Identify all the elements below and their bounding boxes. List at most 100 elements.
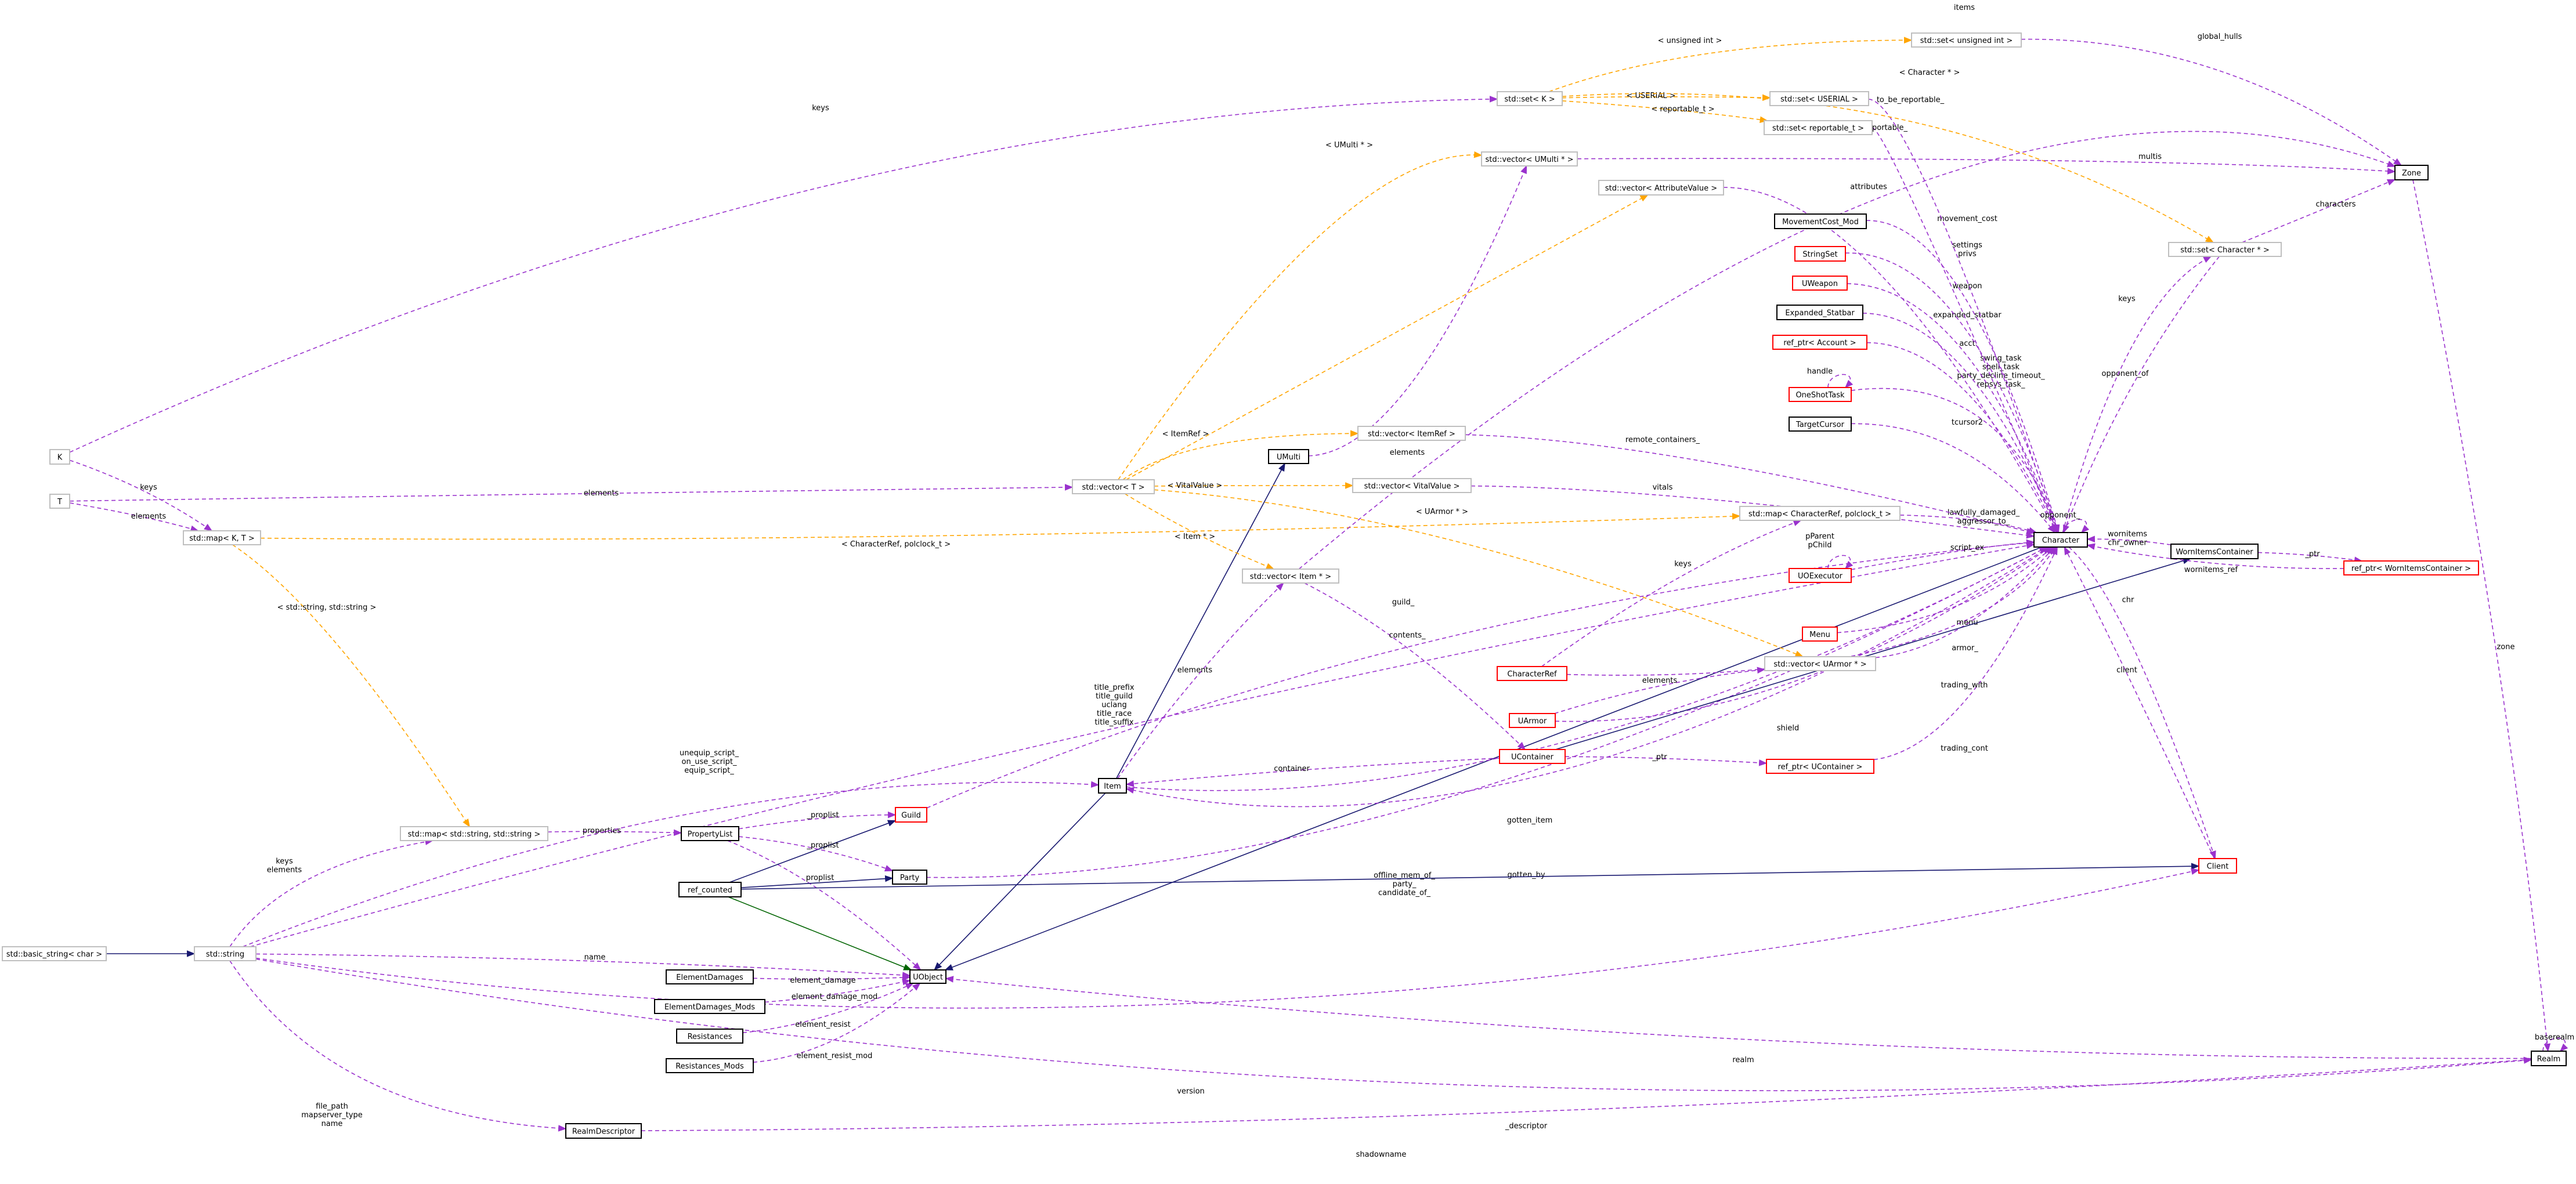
node-menu[interactable]: Menu [1802,627,1838,642]
node-box[interactable] [1357,426,1466,441]
node-expanded-statbar[interactable]: Expanded_Statbar [1776,305,1863,320]
node-set-k[interactable]: std::set< K > [1497,91,1563,106]
node-item[interactable]: Item [1098,778,1127,794]
node-realm[interactable]: Realm [2531,1051,2567,1066]
node-t-param[interactable]: T [49,494,70,509]
node-box[interactable] [1911,32,2022,48]
node-realmdescriptor[interactable]: RealmDescriptor [565,1123,642,1139]
node-box[interactable] [1792,276,1848,291]
node-box[interactable] [183,530,261,545]
node-box[interactable] [1802,627,1838,642]
node-box[interactable] [1776,305,1863,320]
node-box[interactable] [194,946,256,961]
node-box[interactable] [1789,568,1852,583]
node-box[interactable] [1766,759,1874,774]
node-party[interactable]: Party [892,870,927,885]
node-set-unsigned-int[interactable]: std::set< unsigned int > [1911,32,2022,48]
node-uoexecutor[interactable]: UOExecutor [1789,568,1852,583]
node-box[interactable] [2033,532,2088,548]
node-zone[interactable]: Zone [2394,165,2429,180]
node-box[interactable] [1098,778,1127,794]
node-box[interactable] [895,807,927,823]
node-box[interactable] [1769,91,1869,106]
node-box[interactable] [1789,387,1852,402]
node-uarmor[interactable]: UArmor [1509,713,1556,728]
node-guild[interactable]: Guild [895,807,927,823]
node-uobject[interactable]: UObject [909,969,946,984]
node-box[interactable] [1481,151,1578,166]
node-box[interactable] [1497,91,1563,106]
node-wornitemscontainer[interactable]: WornItemsContainer [2170,544,2259,559]
node-set-userial[interactable]: std::set< USERIAL > [1769,91,1869,106]
node-std-string[interactable]: std::string [194,946,256,961]
node-refptr-ucontainer[interactable]: ref_ptr< UContainer > [1766,759,1874,774]
node-ref-counted[interactable]: ref_counted [678,882,742,897]
node-box[interactable] [1764,120,1873,135]
node-box[interactable] [1789,417,1852,432]
node-box[interactable] [1509,713,1556,728]
node-box[interactable] [678,882,742,897]
node-k-param[interactable]: K [49,449,70,465]
node-box[interactable] [2,946,107,961]
node-box[interactable] [2394,165,2429,180]
node-vector-item[interactable]: std::vector< Item * > [1242,569,1339,584]
node-elementdamages-mods[interactable]: ElementDamages_Mods [654,999,765,1014]
node-movementcost-mod[interactable]: MovementCost_Mod [1774,213,1867,229]
node-resistances[interactable]: Resistances [676,1029,743,1044]
node-vector-attribute[interactable]: std::vector< AttributeValue > [1598,180,1724,195]
node-box[interactable] [1764,656,1876,671]
node-vector-t[interactable]: std::vector< T > [1072,479,1155,494]
node-map-string-string[interactable]: std::map< std::string, std::string > [400,826,548,841]
node-box[interactable] [1242,569,1339,584]
node-set-reportable[interactable]: std::set< reportable_t > [1764,120,1873,135]
node-box[interactable] [400,826,548,841]
node-basic-string[interactable]: std::basic_string< char > [2,946,107,961]
node-box[interactable] [1268,449,1309,464]
node-vector-umulti[interactable]: std::vector< UMulti * > [1481,151,1578,166]
node-vector-vitalvalue[interactable]: std::vector< VitalValue > [1352,478,1472,493]
node-characterref[interactable]: CharacterRef [1497,666,1567,681]
node-refptr-account[interactable]: ref_ptr< Account > [1772,335,1867,350]
node-box[interactable] [666,1058,754,1073]
node-elementdamages[interactable]: ElementDamages [666,969,754,984]
node-box[interactable] [654,999,765,1014]
node-box[interactable] [1772,335,1867,350]
node-box[interactable] [1497,666,1567,681]
node-box[interactable] [676,1029,743,1044]
node-box[interactable] [1774,213,1867,229]
node-map-charref[interactable]: std::map< CharacterRef, polclock_t > [1739,506,1901,521]
node-box[interactable] [892,870,927,885]
node-box[interactable] [1739,506,1901,521]
node-stringset[interactable]: StringSet [1794,246,1846,262]
node-box[interactable] [49,449,70,465]
node-vector-uarmor[interactable]: std::vector< UArmor * > [1764,656,1876,671]
node-box[interactable] [2168,242,2282,257]
node-box[interactable] [49,494,70,509]
node-refptr-worn[interactable]: ref_ptr< WornItemsContainer > [2343,560,2479,575]
node-vector-itemref[interactable]: std::vector< ItemRef > [1357,426,1466,441]
node-box[interactable] [1352,478,1472,493]
node-box[interactable] [1794,246,1846,262]
node-uweapon[interactable]: UWeapon [1792,276,1848,291]
node-box[interactable] [2170,544,2259,559]
node-box[interactable] [1598,180,1724,195]
node-box[interactable] [1499,749,1566,764]
node-box[interactable] [1072,479,1155,494]
node-box[interactable] [2198,858,2237,874]
node-map-k-t[interactable]: std::map< K, T > [183,530,261,545]
node-box[interactable] [565,1123,642,1139]
node-ucontainer[interactable]: UContainer [1499,749,1566,764]
node-character[interactable]: Character [2033,532,2088,548]
node-umulti[interactable]: UMulti [1268,449,1309,464]
node-oneshottask[interactable]: OneShotTask [1789,387,1852,402]
node-box[interactable] [2343,560,2479,575]
node-box[interactable] [2531,1051,2567,1066]
node-box[interactable] [909,969,946,984]
node-box[interactable] [666,969,754,984]
node-propertylist[interactable]: PropertyList [681,826,739,841]
node-box[interactable] [681,826,739,841]
node-client[interactable]: Client [2198,858,2237,874]
node-set-character[interactable]: std::set< Character * > [2168,242,2282,257]
node-resistances-mods[interactable]: Resistances_Mods [666,1058,754,1073]
node-targetcursor[interactable]: TargetCursor [1789,417,1852,432]
